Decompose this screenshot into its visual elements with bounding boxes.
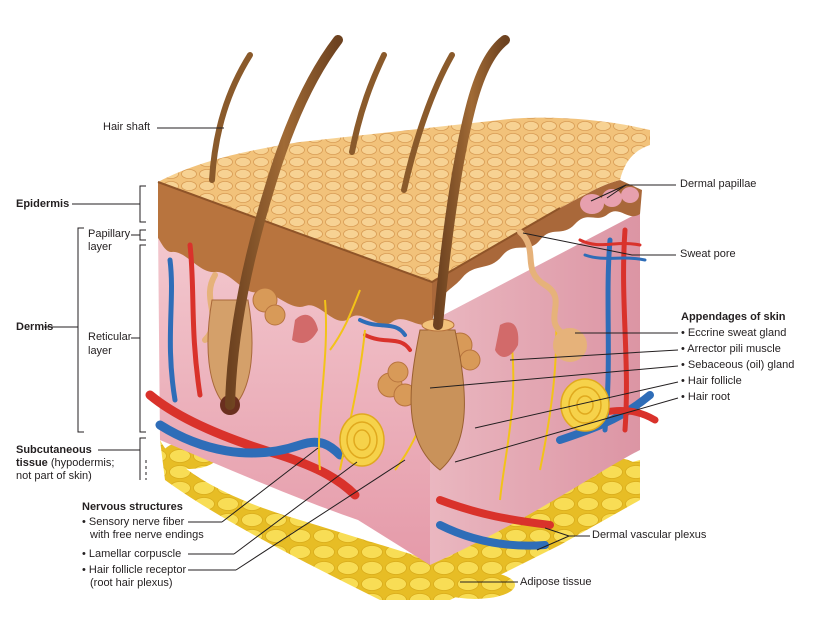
hair-shafts	[209, 35, 510, 410]
label-dermal-vascular-plexus: Dermal vascular plexus	[592, 529, 707, 541]
label-subcutaneous-line2: tissue (hypodermis;	[16, 457, 114, 470]
appendages-heading: Appendages of skin	[681, 311, 786, 323]
appendage-eccrine-sweat-gland: • Eccrine sweat gland	[681, 327, 787, 339]
dermis-side-face	[430, 212, 640, 565]
label-reticular-line1: Reticular	[88, 331, 132, 343]
label-papillary-line2: layer	[88, 241, 112, 253]
label-epidermis: Epidermis	[16, 198, 70, 210]
label-sweat-pore: Sweat pore	[680, 248, 736, 260]
blood-vessels	[145, 227, 659, 550]
label-adipose-tissue: Adipose tissue	[520, 576, 592, 588]
epidermis-front-edge	[158, 182, 432, 325]
epidermis-side-edge	[432, 180, 642, 322]
arrector-pili	[292, 314, 519, 357]
nervous-lamellar-corpuscle: • Lamellar corpuscle	[82, 548, 182, 560]
label-not-part-of-skin: not part of skin)	[16, 470, 92, 482]
label-dermis: Dermis	[16, 321, 54, 333]
label-subcutaneous: Subcutaneous	[16, 444, 92, 456]
label-hypodermis: (hypodermis;	[47, 457, 115, 469]
appendage-arrector-pili: • Arrector pili muscle	[681, 343, 781, 355]
label-papillary-line1: Papillary	[88, 228, 131, 240]
nervous-sensory-fiber: • Sensory nerve fiber	[82, 516, 185, 528]
nervous-root-hair-plexus: (root hair plexus)	[90, 577, 173, 589]
leader-lines	[44, 127, 679, 583]
appendage-hair-root: • Hair root	[681, 391, 731, 403]
nervous-sensory-fiber-line2: with free nerve endings	[90, 529, 204, 541]
label-reticular-line2: layer	[88, 345, 112, 357]
label-tissue: tissue	[16, 457, 48, 469]
nervous-hair-follicle-receptor: • Hair follicle receptor	[82, 564, 187, 576]
nervous-heading: Nervous structures	[82, 501, 183, 513]
label-dermal-papillae: Dermal papillae	[680, 178, 757, 190]
appendage-sebaceous-gland: • Sebaceous (oil) gland	[681, 359, 795, 371]
label-hair-shaft: Hair shaft	[103, 121, 151, 133]
appendage-hair-follicle: • Hair follicle	[681, 375, 742, 387]
adipose-layer	[160, 440, 640, 600]
lamellar-corpuscles	[339, 378, 610, 467]
